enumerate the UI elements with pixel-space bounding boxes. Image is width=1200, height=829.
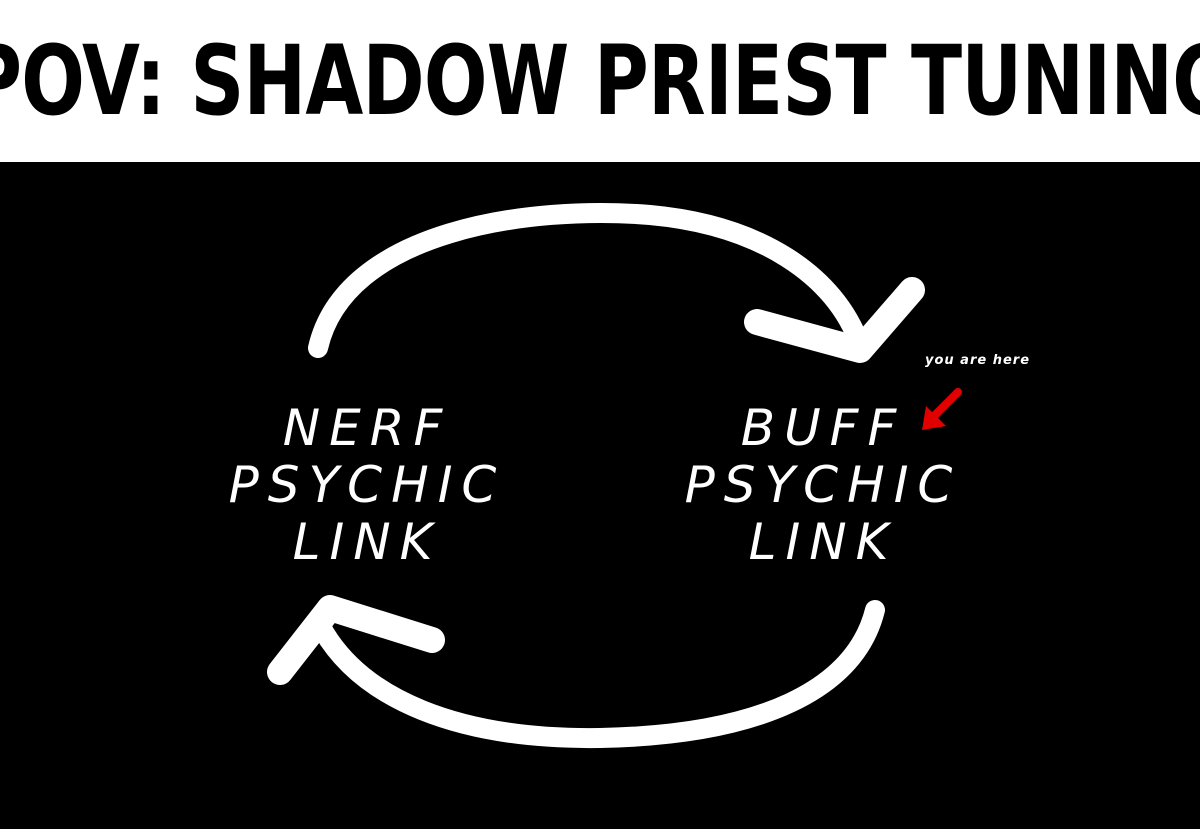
caption-bar: [0, 0, 1200, 162]
red-arrow-icon: [922, 388, 962, 430]
buff-node-line: BUFF: [740, 399, 906, 457]
buff-node-line: PSYCHIC: [684, 456, 962, 514]
top-arc: [308, 203, 870, 358]
buff-node-line: LINK: [748, 513, 898, 571]
cycle-arrows-icon: [267, 203, 925, 749]
nerf-node-label: NERF PSYCHIC LINK: [202, 400, 532, 571]
buff-node-label: BUFF PSYCHIC LINK: [658, 400, 988, 571]
you-are-here-annotation: you are here: [925, 353, 1031, 368]
nerf-node-line: PSYCHIC: [228, 456, 506, 514]
bottom-arc: [310, 600, 885, 749]
nerf-node-line: LINK: [292, 513, 442, 571]
nerf-node-line: NERF: [282, 399, 452, 457]
bottom-arrowhead: [267, 595, 445, 685]
top-arrowhead: [744, 277, 925, 363]
caption-title: POV: SHADOW PRIEST TUNING: [0, 25, 1200, 137]
